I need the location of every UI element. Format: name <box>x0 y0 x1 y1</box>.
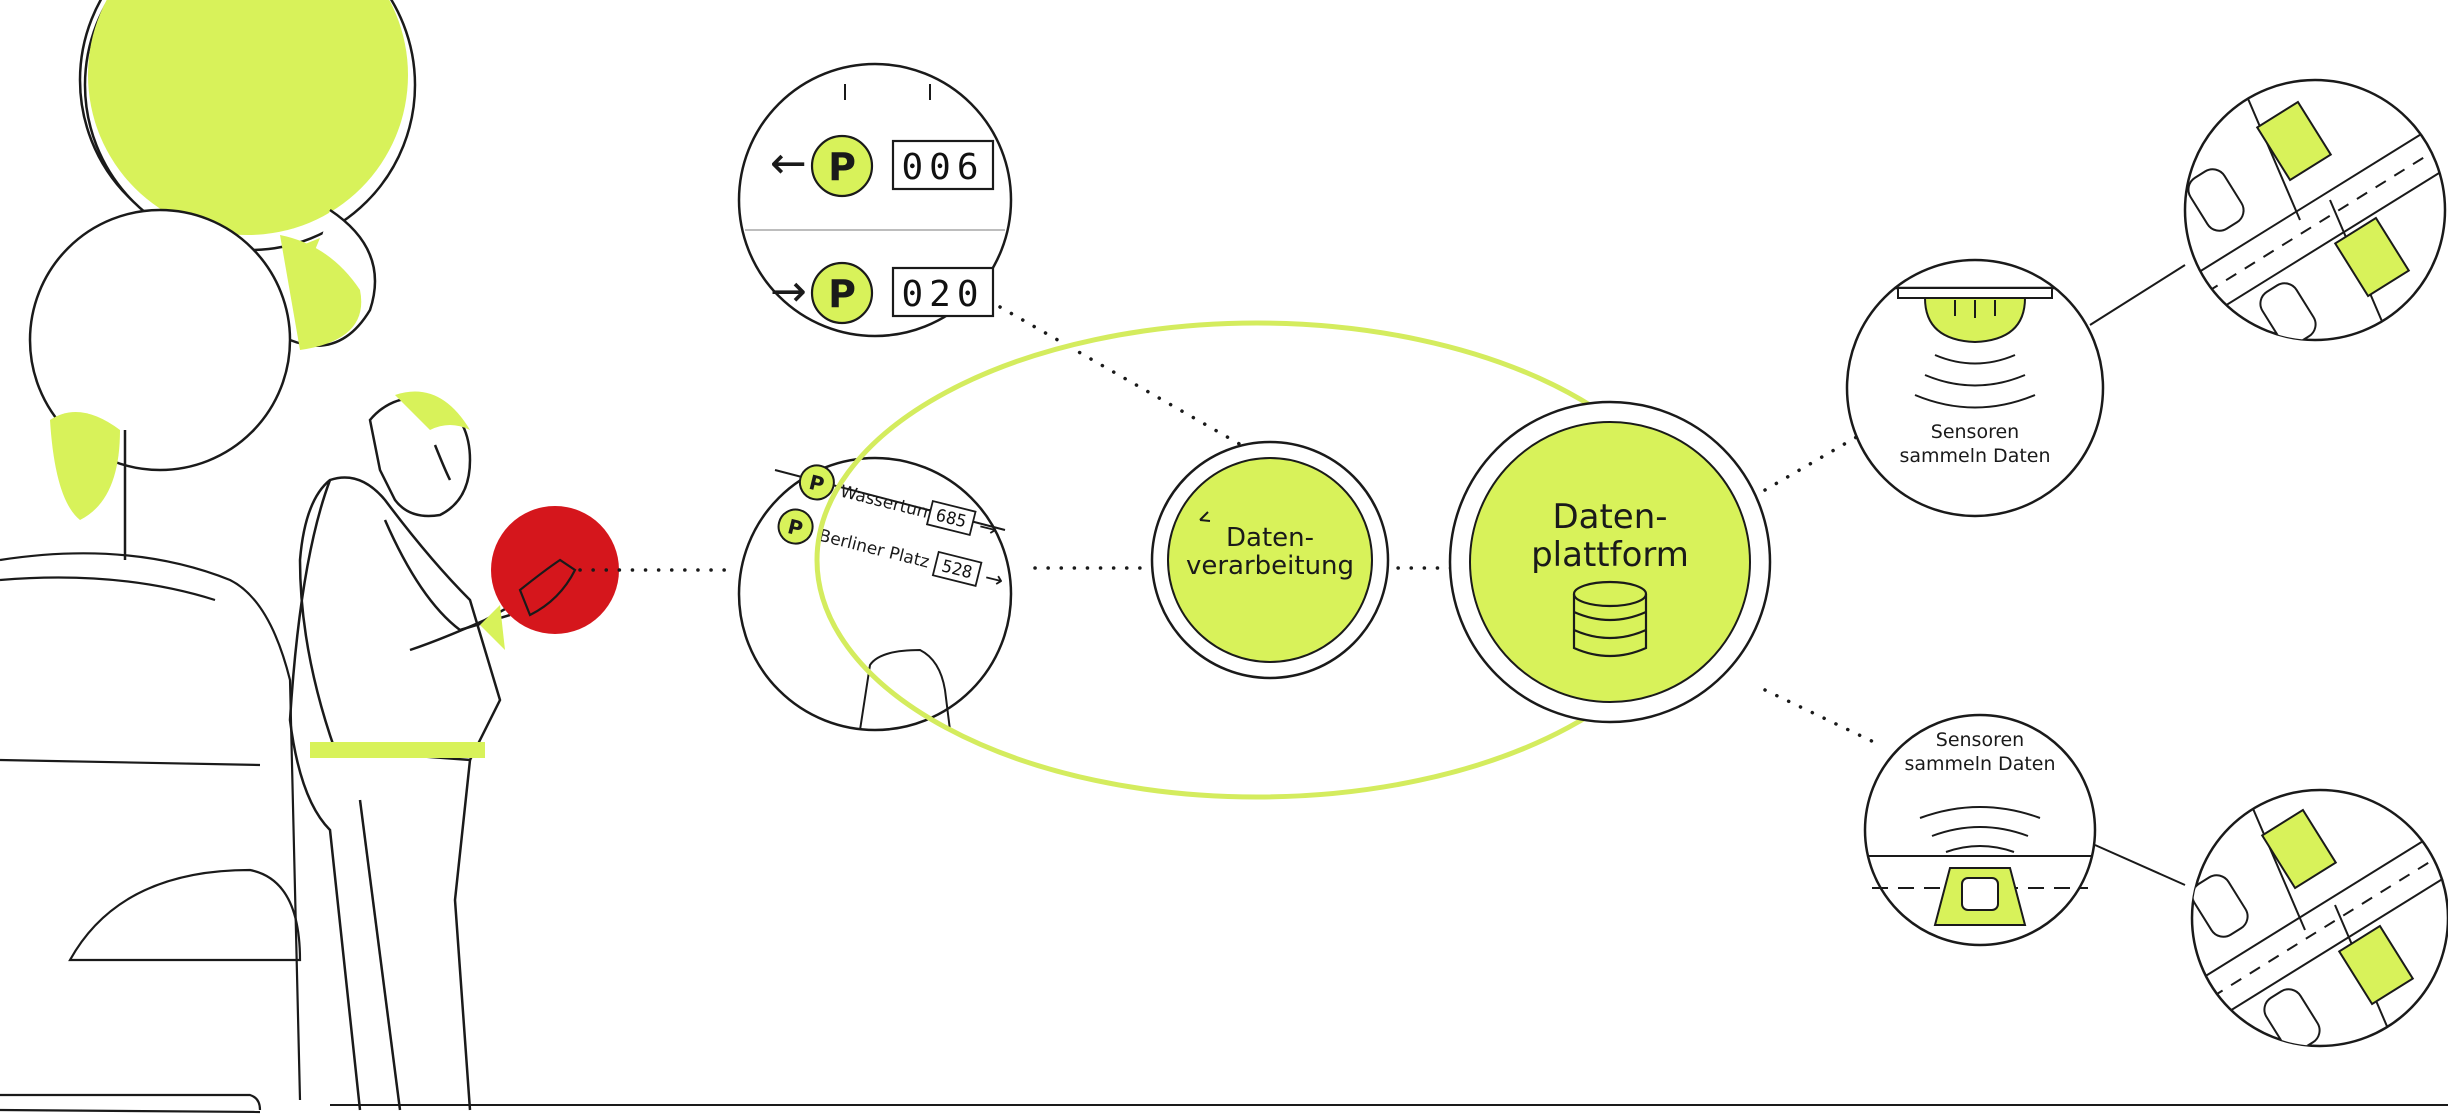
parking-p-badge <box>798 464 835 501</box>
parking-p-label: P <box>828 272 856 316</box>
parking-p-badge <box>777 508 814 545</box>
arrow-right-icon: → <box>770 266 807 317</box>
parking-count-top: 006 <box>901 147 984 188</box>
tree-decoration <box>28 0 417 560</box>
parking-p-badge <box>810 134 874 198</box>
street-view-circle <box>2183 78 2447 342</box>
arrow-right-icon: → <box>982 565 1006 594</box>
connector-line <box>2089 264 2186 326</box>
street-view-circle <box>2190 788 2448 1048</box>
red-location-marker <box>491 506 619 634</box>
signal-waves-icon <box>1919 806 2041 853</box>
parking-p-badge <box>810 261 874 325</box>
sensor-label-line2: sammeln Daten <box>1904 753 2055 775</box>
parking-count-bottom: 020 <box>901 274 984 315</box>
processing-label-line2: verarbeitung <box>1186 551 1354 581</box>
arrow-left-icon: ← <box>770 138 807 189</box>
platform-label-line2: plattform <box>1531 535 1689 575</box>
parking-p-label: P <box>807 470 827 497</box>
database-icon <box>1572 580 1648 658</box>
sensor-label-line1: Sensoren <box>1931 421 2019 443</box>
sensor-label-line2: sammeln Daten <box>1899 445 2050 467</box>
hand-holding-phone <box>518 558 577 617</box>
dotted-connectors <box>578 305 1882 747</box>
platform-label-line1: Daten- <box>1552 497 1667 537</box>
person-figure <box>288 391 541 1111</box>
connector-line <box>2094 844 2186 886</box>
parking-p-label: P <box>828 145 856 189</box>
signal-waves-icon <box>1914 354 2036 409</box>
ceiling-sensor-circle: Sensoren sammeln Daten <box>1845 258 2105 518</box>
platform-node: Daten- plattform <box>1448 400 1772 724</box>
car-outline <box>0 552 302 1114</box>
parking-p-label: P <box>785 514 805 541</box>
sensor-label-line1: Sensoren <box>1936 729 2024 751</box>
processing-node: Daten- verarbeitung <box>1150 440 1390 680</box>
processing-label-line1: Daten- <box>1226 523 1314 553</box>
ground-sensor-circle: Sensoren sammeln Daten <box>1863 713 2097 947</box>
parking-sign-circle: ← P 006 → P 020 <box>737 62 1013 338</box>
phone-app-circle: P Wasserturm 685 → P Berliner Platz 528 … <box>737 456 1013 732</box>
arrow-right-icon: → <box>976 514 1000 543</box>
